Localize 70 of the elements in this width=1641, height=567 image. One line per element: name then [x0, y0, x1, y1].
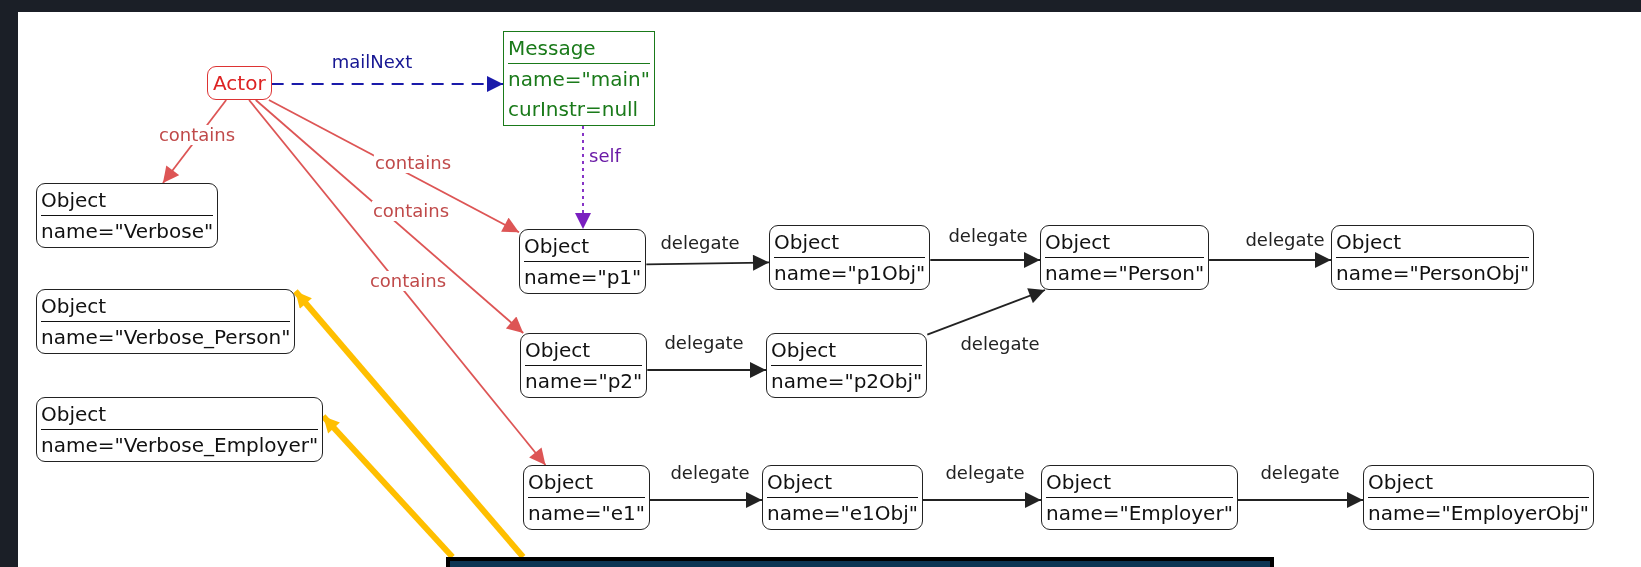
attribute-text: name="p1" — [524, 264, 642, 291]
edge-label: delegate — [944, 463, 1026, 483]
edge-label: delegate — [659, 233, 741, 253]
edge-label: contains — [371, 201, 451, 221]
message-box — [503, 31, 655, 126]
class-name: Message — [508, 33, 650, 64]
class-name: Object — [41, 185, 214, 216]
attribute-text: name="main" — [508, 66, 650, 93]
attribute-text: name="p1Obj" — [774, 260, 926, 287]
class-name: Object — [1045, 227, 1205, 258]
class-name: Object — [528, 467, 645, 498]
arrow — [575, 125, 591, 230]
edge-label: delegate — [947, 226, 1029, 246]
class-name: Object — [1368, 467, 1589, 498]
object-box — [1363, 465, 1594, 530]
object-box — [523, 465, 650, 530]
arrow — [1208, 252, 1332, 268]
object-box — [36, 397, 324, 462]
class-name: Object — [1046, 467, 1233, 498]
attribute-text: name="Verbose_Employer" — [41, 432, 319, 459]
edge-label: delegate — [663, 333, 745, 353]
object-box — [36, 289, 296, 354]
arrow — [929, 252, 1041, 268]
node-title: Actor — [213, 70, 266, 97]
object-box — [1331, 225, 1535, 290]
class-name: Object — [774, 227, 926, 258]
object-box — [1040, 225, 1210, 290]
attribute-text: name="p2" — [525, 368, 643, 395]
object-box — [766, 333, 928, 398]
attribute-text: name="PersonObj" — [1336, 260, 1530, 287]
object-box — [1041, 465, 1238, 530]
attribute-text: name="e1Obj" — [767, 500, 918, 527]
arrow — [293, 289, 526, 559]
class-name: Object — [41, 399, 319, 430]
arrow — [248, 99, 547, 466]
arrow — [649, 492, 763, 508]
edge-label: contains — [373, 153, 453, 173]
class-name: Object — [524, 231, 642, 262]
attribute-text: name="Verbose" — [41, 218, 214, 245]
object-box — [36, 183, 219, 248]
edge-label: contains — [157, 125, 237, 145]
arrow — [1236, 492, 1364, 508]
arrow — [922, 492, 1042, 508]
actor-box — [207, 66, 272, 100]
class-name: Object — [771, 335, 923, 366]
attribute-text: name="Employer" — [1046, 500, 1233, 527]
class-name: Object — [41, 291, 291, 322]
edge-label: contains — [368, 271, 448, 291]
object-box — [519, 229, 647, 294]
edge-label: delegate — [959, 334, 1041, 354]
attribute-text: name="Verbose_Person" — [41, 324, 291, 351]
object-box — [520, 333, 648, 398]
arrow — [646, 362, 767, 378]
class-name: Object — [1336, 227, 1530, 258]
class-name: Object — [525, 335, 643, 366]
attribute-text: name="p2Obj" — [771, 368, 923, 395]
class-name: Object — [767, 467, 918, 498]
arrow — [926, 288, 1046, 336]
attribute-text: name="Person" — [1045, 260, 1205, 287]
object-box — [762, 465, 923, 530]
object-box — [769, 225, 931, 290]
attribute-text: name="EmployerObj" — [1368, 500, 1589, 527]
attribute-text: name="e1" — [528, 500, 645, 527]
arrow — [270, 76, 504, 92]
arrow — [254, 99, 525, 334]
edge-label: delegate — [669, 463, 751, 483]
edge-label: delegate — [1259, 463, 1341, 483]
attribute-text: curInstr=null — [508, 96, 640, 123]
arrow — [645, 254, 770, 271]
edge-label: delegate — [1244, 230, 1326, 250]
